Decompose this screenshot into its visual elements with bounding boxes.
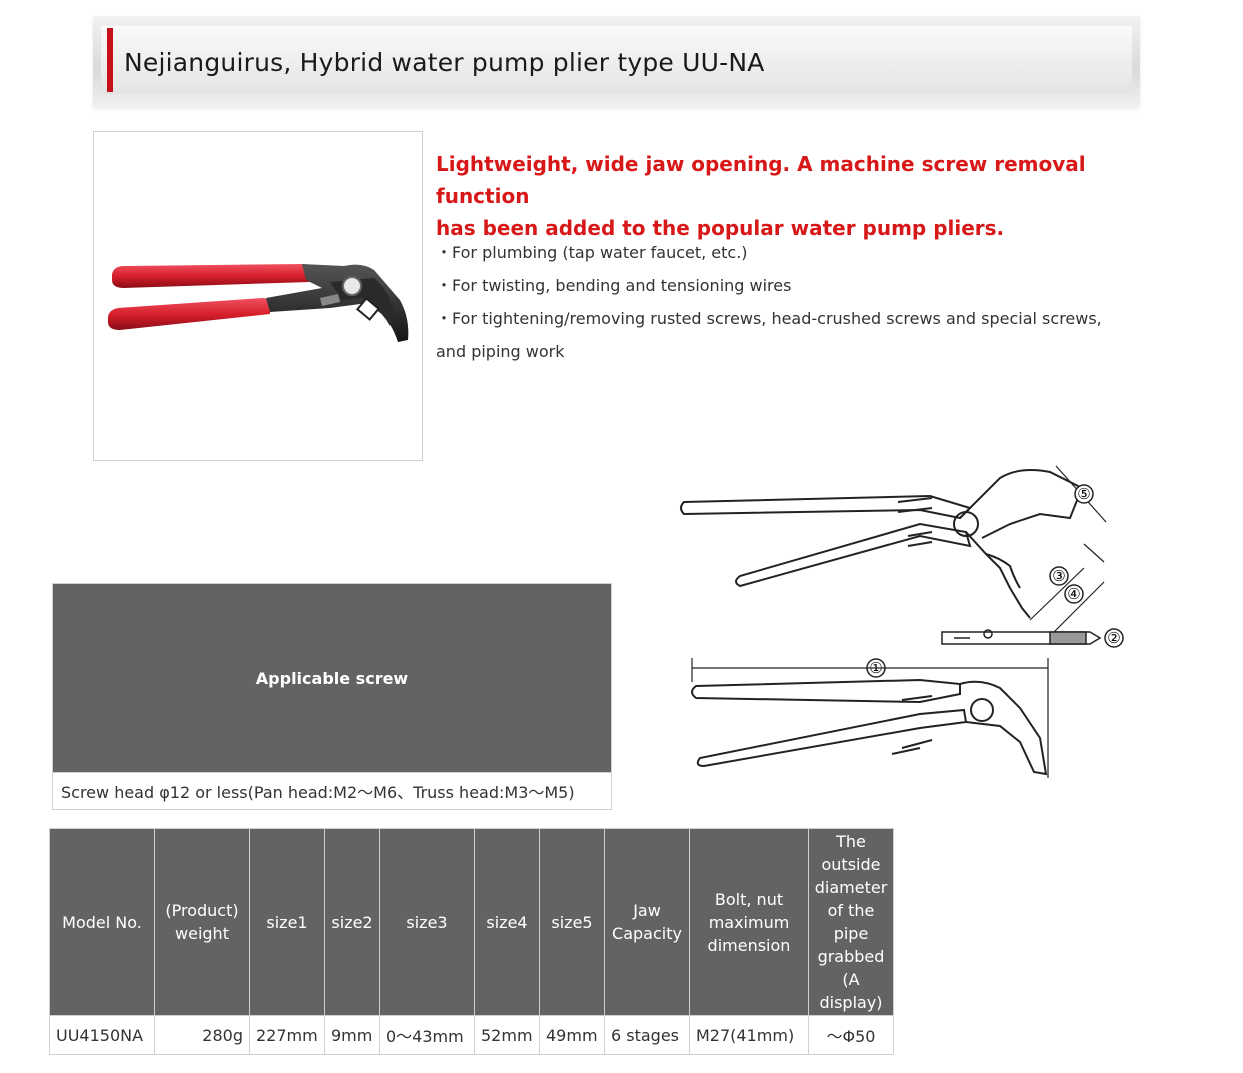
spec-header: size1: [249, 828, 325, 1016]
feature-item: and piping work: [436, 342, 565, 361]
spec-cell: 9mm: [324, 1015, 380, 1055]
spec-header: Bolt, nut maximum dimension: [689, 828, 809, 1016]
dimension-labels: ⑤ ③ ④ ② ①: [866, 484, 1124, 678]
spec-header: Model No.: [49, 828, 155, 1016]
spec-cell: 0〜43mm: [379, 1015, 475, 1055]
headline-line-2: has been added to the popular water pump…: [436, 216, 1005, 240]
spec-header: size5: [539, 828, 605, 1016]
dimension-diagram: ⑤ ③ ④ ② ①: [680, 465, 1124, 778]
label-2: ②: [1107, 629, 1120, 647]
spec-cell: M27(41mm): [689, 1015, 809, 1055]
applicable-screw-value: Screw head φ12 or less(Pan head:M2〜M6、Tr…: [52, 772, 612, 810]
applicable-screw-table: Applicable screw Screw head φ12 or less(…: [52, 583, 612, 810]
spec-header: Jaw Capacity: [604, 828, 690, 1016]
feature-list: ・For plumbing (tap water faucet, etc.) ・…: [436, 236, 1136, 368]
spec-header: size3: [379, 828, 475, 1016]
product-headline: Lightweight, wide jaw opening. A machine…: [436, 148, 1156, 244]
feature-item: ・For tightening/removing rusted screws, …: [436, 309, 1102, 328]
spec-header-row: Model No. (Product) weight size1 size2 s…: [49, 828, 894, 1016]
plier-side-drawing: [941, 629, 1102, 645]
dimension-lines-top: [1029, 465, 1107, 637]
page-title: Nejianguirus, Hybrid water pump plier ty…: [124, 48, 765, 77]
applicable-screw-header: Applicable screw: [52, 583, 612, 773]
feature-item: ・For plumbing (tap water faucet, etc.): [436, 243, 748, 262]
title-banner-inner: [101, 26, 1132, 94]
dimension-line-1: [691, 658, 1049, 778]
spec-table: Model No. (Product) weight size1 size2 s…: [49, 828, 894, 1055]
plier-closed-drawing: [691, 678, 1048, 776]
spec-header: size4: [474, 828, 540, 1016]
title-banner: Nejianguirus, Hybrid water pump plier ty…: [93, 16, 1140, 106]
title-accent-bar: [107, 28, 113, 92]
spec-header: The outside diameter of the pipe grabbed…: [808, 828, 894, 1016]
label-4: ④: [1067, 585, 1080, 603]
spec-cell: 49mm: [539, 1015, 605, 1055]
headline-line-1: Lightweight, wide jaw opening. A machine…: [436, 152, 1086, 208]
spec-header: size2: [324, 828, 380, 1016]
label-3: ③: [1052, 567, 1065, 585]
spec-header: (Product) weight: [154, 828, 250, 1016]
spec-cell: 〜Φ50: [808, 1015, 894, 1055]
plier-photo-icon: [108, 264, 409, 342]
label-5: ⑤: [1077, 485, 1090, 503]
spec-cell: 227mm: [249, 1015, 325, 1055]
product-image: [93, 131, 423, 461]
plier-open-drawing: [680, 469, 1084, 619]
spec-cell: 52mm: [474, 1015, 540, 1055]
spec-cell: 6 stages: [604, 1015, 690, 1055]
spec-cell: 280g: [154, 1015, 250, 1055]
spec-cell: UU4150NA: [49, 1015, 155, 1055]
feature-item: ・For twisting, bending and tensioning wi…: [436, 276, 792, 295]
table-row: UU4150NA 280g 227mm 9mm 0〜43mm 52mm 49mm…: [49, 1015, 894, 1055]
